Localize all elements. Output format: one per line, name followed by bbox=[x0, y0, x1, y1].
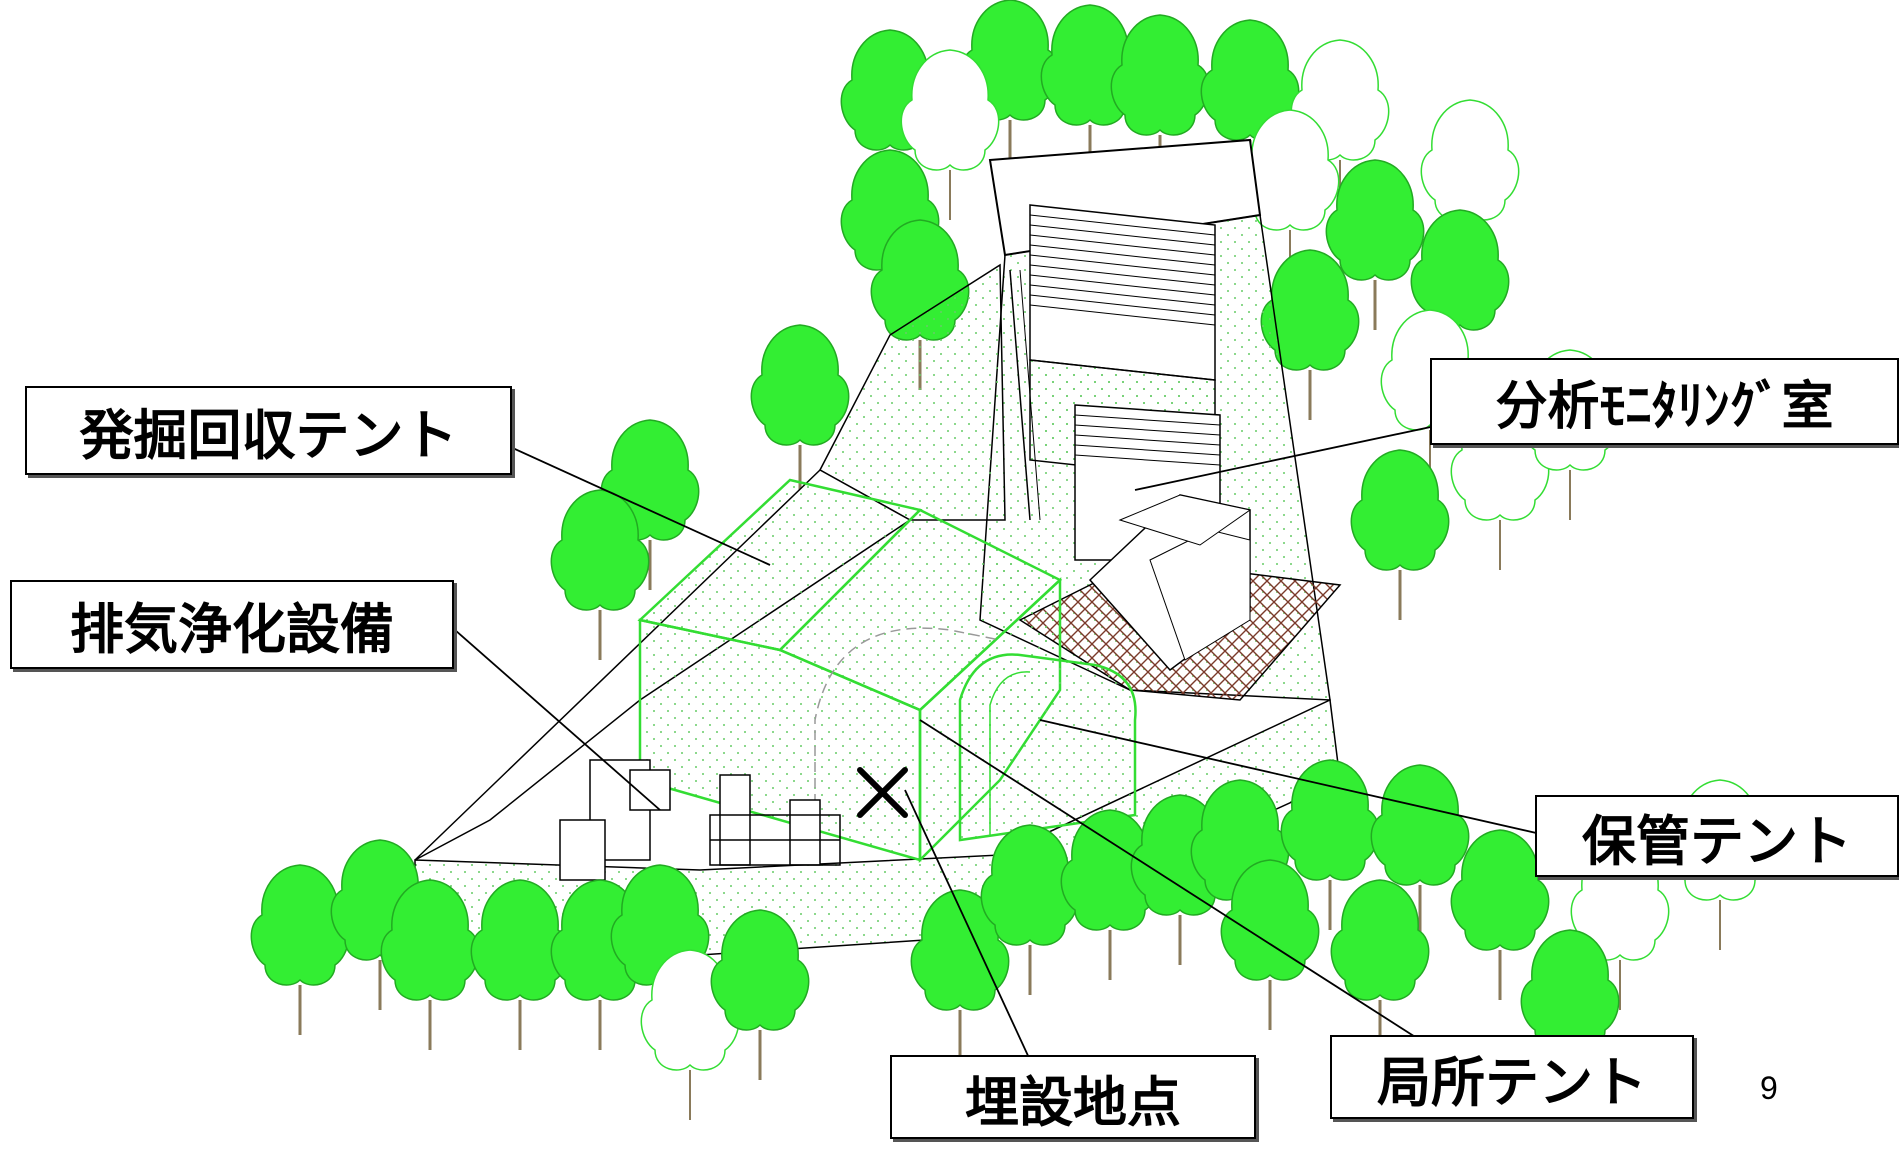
label-exhaust-purification: 排気浄化設備 bbox=[10, 580, 454, 669]
label-excavation-tent: 発掘回収テント bbox=[25, 386, 512, 475]
storage-tent-shape bbox=[958, 653, 1137, 842]
page-number: 9 bbox=[1760, 1070, 1778, 1106]
x-mark-icon bbox=[857, 767, 908, 818]
exhaust-equipment bbox=[559, 759, 841, 881]
label-local-tent: 局所テント bbox=[1330, 1035, 1694, 1119]
label-storage-tent: 保管テント bbox=[1535, 795, 1899, 877]
leader-lines bbox=[454, 424, 1546, 1061]
label-burial-point: 埋設地点 bbox=[890, 1055, 1256, 1139]
label-analysis-room: 分析ﾓﾆﾀﾘﾝｸﾞ室 bbox=[1430, 358, 1899, 445]
